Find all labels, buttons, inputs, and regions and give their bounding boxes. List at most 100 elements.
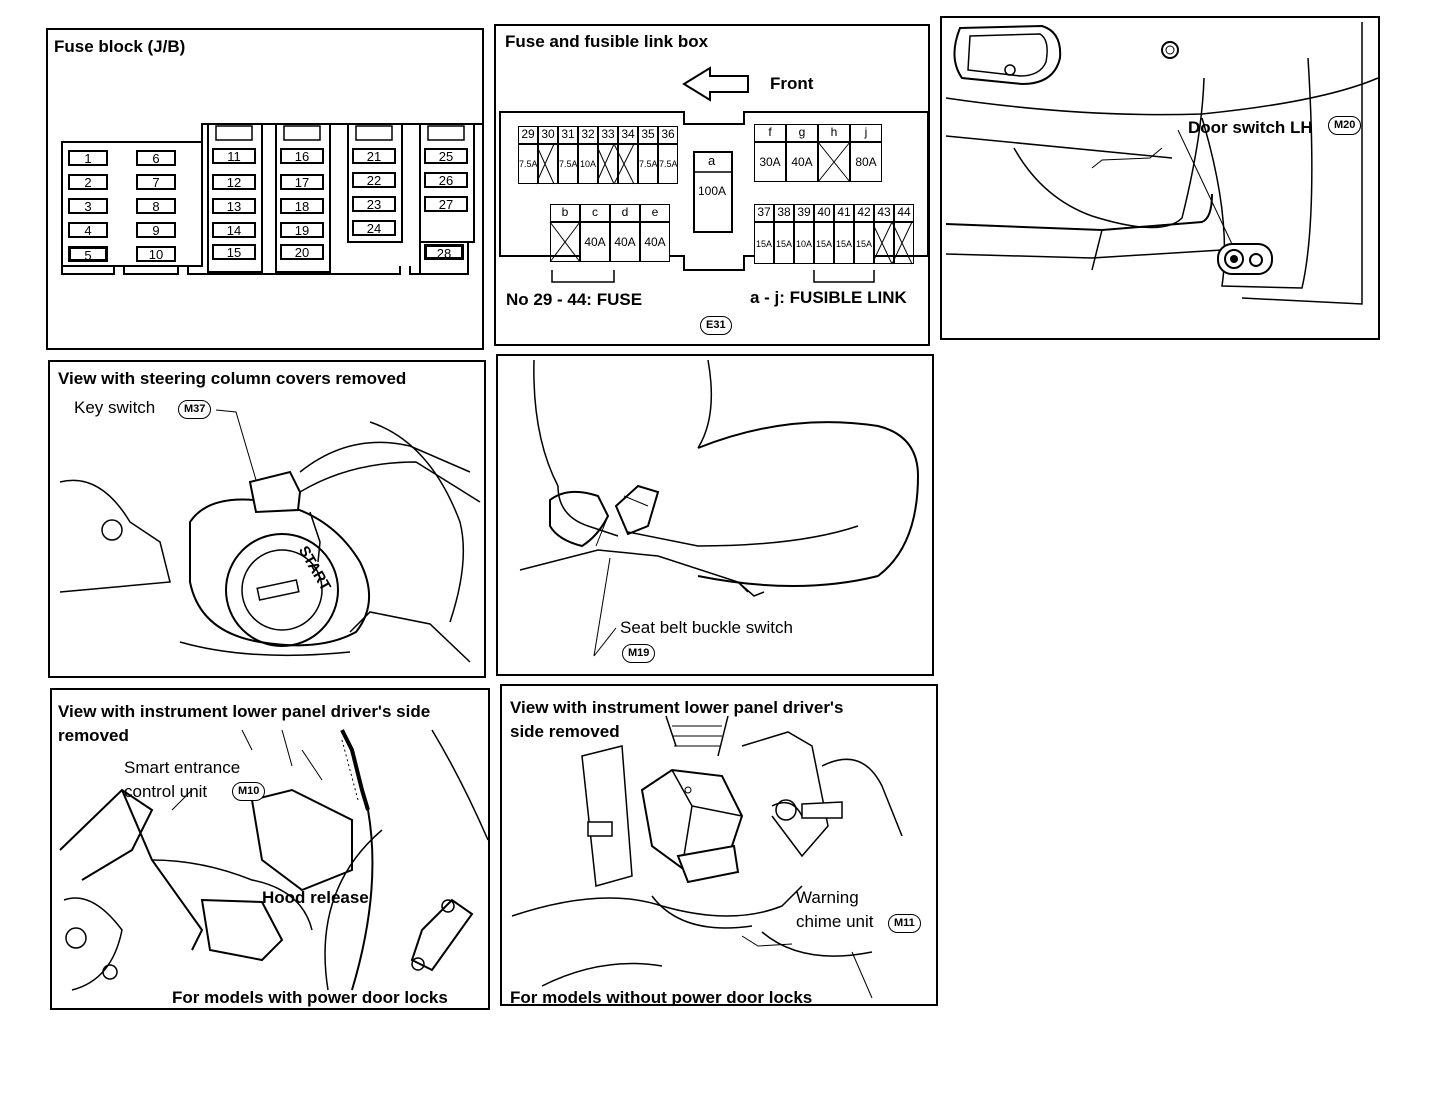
fuse-43-amp bbox=[874, 222, 894, 264]
door-switch-panel: Door switch LH M20 bbox=[940, 16, 1380, 340]
link-a-amp: 100A bbox=[698, 184, 727, 198]
warning-chime-label-line2: chime unit bbox=[796, 912, 874, 931]
connector-m37: M37 bbox=[178, 400, 212, 419]
fuse-29-amp: 7.5A bbox=[518, 144, 538, 184]
fuse-31-number: 31 bbox=[558, 126, 578, 144]
fuse-41-amp: 15A bbox=[834, 222, 854, 264]
fuse-22: 22 bbox=[352, 172, 396, 188]
fuse-12: 12 bbox=[212, 174, 256, 190]
fuse-42-amp: 15A bbox=[854, 222, 874, 264]
fuse-33-number: 33 bbox=[598, 126, 618, 144]
link-f-amp: 30A bbox=[754, 142, 786, 182]
fuse-41-number: 41 bbox=[834, 204, 854, 222]
fuse-18: 18 bbox=[280, 198, 324, 214]
fuse-44-amp bbox=[894, 222, 914, 264]
fuse-44-number: 44 bbox=[894, 204, 914, 222]
fuse-block-outline bbox=[61, 123, 482, 275]
legend-fusible-link: a - j: FUSIBLE LINK bbox=[750, 288, 907, 307]
smart-entrance-panel: View with instrument lower panel driver'… bbox=[50, 688, 490, 1010]
smart-entrance-title-line1: View with instrument lower panel driver'… bbox=[58, 702, 431, 721]
smart-entrance-title-line2: removed bbox=[58, 726, 129, 745]
fuse-link-box-panel: Fuse and fusible link box Front 29 30 31… bbox=[494, 24, 930, 346]
link-e-amp: 40A bbox=[640, 222, 670, 262]
fuse-25: 25 bbox=[424, 148, 468, 164]
connector-m19: M19 bbox=[622, 644, 656, 663]
fuse-30-amp bbox=[538, 144, 558, 184]
fuse-38-number: 38 bbox=[774, 204, 794, 222]
fuse-27: 27 bbox=[424, 196, 468, 212]
link-a-label: a bbox=[708, 153, 716, 168]
link-g-label: g bbox=[786, 124, 818, 142]
fuse-32-amp: 10A bbox=[578, 144, 598, 184]
fuse-box-title: Fuse and fusible link box bbox=[505, 32, 709, 51]
fuse-4: 4 bbox=[68, 222, 108, 238]
seat-belt-panel: Seat belt buckle switch M19 bbox=[496, 354, 934, 676]
fuse-24: 24 bbox=[352, 220, 396, 236]
steering-column-illustration bbox=[59, 409, 481, 663]
fuse-26: 26 bbox=[424, 172, 468, 188]
fuse-32-number: 32 bbox=[578, 126, 598, 144]
smart-entrance-illustration bbox=[59, 729, 488, 991]
fuse-3: 3 bbox=[68, 198, 108, 214]
link-e-label: e bbox=[640, 204, 670, 222]
fuse-13: 13 bbox=[212, 198, 256, 214]
fuse-28: 28 bbox=[424, 244, 464, 260]
front-arrow-icon bbox=[682, 66, 749, 102]
connector-m20: M20 bbox=[1328, 116, 1362, 135]
fuse-36-amp: 7.5A bbox=[658, 144, 678, 184]
fuse-6: 6 bbox=[136, 150, 176, 166]
fuse-block-panel: Fuse block (J/B) 1 2 3 4 5 6 7 8 9 10 11… bbox=[46, 28, 484, 350]
link-j-amp: 80A bbox=[850, 142, 882, 182]
fuse-38-amp: 15A bbox=[774, 222, 794, 264]
fuse-21: 21 bbox=[352, 148, 396, 164]
smart-entrance-label-line2: control unit bbox=[124, 782, 208, 801]
warning-chime-illustration bbox=[511, 715, 903, 999]
fuse-40-amp: 15A bbox=[814, 222, 834, 264]
connector-m10: M10 bbox=[232, 782, 266, 801]
warning-chime-title-line2: side removed bbox=[510, 722, 620, 741]
fuse-35-number: 35 bbox=[638, 126, 658, 144]
warning-chime-panel: View with instrument lower panel driver'… bbox=[500, 684, 938, 1006]
fuse-5: 5 bbox=[68, 246, 108, 262]
fuse-23: 23 bbox=[352, 196, 396, 212]
seat-illustration bbox=[519, 359, 920, 657]
fuse-34-number: 34 bbox=[618, 126, 638, 144]
fuse-34-amp bbox=[618, 144, 638, 184]
front-label: Front bbox=[770, 74, 814, 93]
fuse-1: 1 bbox=[68, 150, 108, 166]
connector-e31: E31 bbox=[700, 316, 732, 335]
link-b-amp bbox=[550, 222, 580, 262]
fuse-29-number: 29 bbox=[518, 126, 538, 144]
fuse-40-number: 40 bbox=[814, 204, 834, 222]
fuse-37-number: 37 bbox=[754, 204, 774, 222]
link-j-label: j bbox=[850, 124, 882, 142]
warning-chime-title-line1: View with instrument lower panel driver'… bbox=[510, 698, 844, 717]
fuse-10: 10 bbox=[136, 246, 176, 262]
fuse-30-number: 30 bbox=[538, 126, 558, 144]
link-f-label: f bbox=[754, 124, 786, 142]
fuse-19: 19 bbox=[280, 222, 324, 238]
fuse-7: 7 bbox=[136, 174, 176, 190]
link-c-label: c bbox=[580, 204, 610, 222]
fuse-36-number: 36 bbox=[658, 126, 678, 144]
smart-entrance-label-line1: Smart entrance bbox=[124, 758, 241, 777]
connector-m11: M11 bbox=[888, 914, 921, 933]
fuse-11: 11 bbox=[212, 148, 256, 164]
hood-release-label: Hood release bbox=[262, 888, 369, 907]
fuse-43-number: 43 bbox=[874, 204, 894, 222]
link-b-label: b bbox=[550, 204, 580, 222]
link-h-label: h bbox=[818, 124, 850, 142]
key-switch-label: Key switch bbox=[74, 398, 156, 417]
key-switch-panel: View with steering column covers removed… bbox=[48, 360, 486, 678]
fuse-box-outline bbox=[499, 66, 928, 283]
fuse-20: 20 bbox=[280, 244, 324, 260]
fuse-37-amp: 15A bbox=[754, 222, 774, 264]
fuse-42-number: 42 bbox=[854, 204, 874, 222]
fuse-15: 15 bbox=[212, 244, 256, 260]
warning-chime-label-line1: Warning bbox=[796, 888, 859, 907]
link-d-amp: 40A bbox=[610, 222, 640, 262]
fuse-35-amp: 7.5A bbox=[638, 144, 658, 184]
door-switch-label: Door switch LH bbox=[1188, 118, 1313, 137]
smart-entrance-footer: For models with power door locks bbox=[172, 988, 448, 1007]
fuse-16: 16 bbox=[280, 148, 324, 164]
